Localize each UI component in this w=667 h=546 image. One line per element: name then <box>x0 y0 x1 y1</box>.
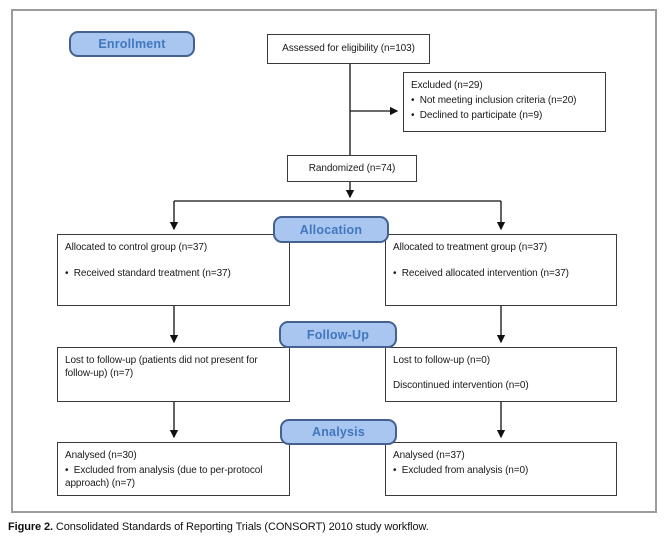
box-randomized: Randomized (n=74) <box>287 155 417 182</box>
allocated-treatment-title: Allocated to treatment group (n=37) <box>393 242 548 253</box>
figure-caption-text: Consolidated Standards of Reporting Tria… <box>55 521 429 533</box>
stage-badge-allocation: Allocation <box>273 216 389 243</box>
box-followup-control: Lost to follow-up (patients did not pres… <box>57 347 290 402</box>
analysed-treatment-title: Analysed (n=37) <box>393 450 465 461</box>
excluded-item: Declined to participate (n=9) <box>411 109 598 122</box>
box-allocated-treatment: Allocated to treatment group (n=37) Rece… <box>385 234 617 306</box>
box-analysed-control: Analysed (n=30) Excluded from analysis (… <box>57 442 290 496</box>
figure-caption-label: Figure 2. <box>8 521 53 533</box>
followup-control-text: Lost to follow-up (patients did not pres… <box>65 355 258 380</box>
stage-badge-followup: Follow-Up <box>279 321 397 348</box>
analysed-treatment-item: Excluded from analysis (n=0) <box>393 464 609 477</box>
box-assessed-for-eligibility: Assessed for eligibility (n=103) <box>267 34 430 64</box>
stage-badge-enrollment: Enrollment <box>69 31 195 57</box>
figure-caption: Figure 2. Consolidated Standards of Repo… <box>8 521 429 533</box>
allocated-treatment-item: Received allocated intervention (n=37) <box>393 267 609 280</box>
box-excluded: Excluded (n=29) Not meeting inclusion cr… <box>403 72 606 132</box>
box-allocated-control: Allocated to control group (n=37) Receiv… <box>57 234 290 306</box>
allocated-control-title: Allocated to control group (n=37) <box>65 242 208 253</box>
analysed-control-item: Excluded from analysis (due to per-proto… <box>65 464 282 490</box>
analysed-treatment-list: Excluded from analysis (n=0) <box>393 464 609 477</box>
diagram-frame: Enrollment Allocation Follow-Up Analysis… <box>11 9 657 513</box>
allocated-treatment-list: Received allocated intervention (n=37) <box>393 267 609 280</box>
box-followup-treatment: Lost to follow-up (n=0) Discontinued int… <box>385 347 617 402</box>
excluded-list: Not meeting inclusion criteria (n=20) De… <box>411 94 598 122</box>
followup-treatment-line2: Discontinued intervention (n=0) <box>393 380 529 392</box>
followup-treatment-line1: Lost to follow-up (n=0) <box>393 355 490 366</box>
flow-connector-lines <box>169 64 506 439</box>
excluded-item: Not meeting inclusion criteria (n=20) <box>411 94 598 107</box>
allocated-control-list: Received standard treatment (n=37) <box>65 267 282 280</box>
box-analysed-treatment: Analysed (n=37) Excluded from analysis (… <box>385 442 617 496</box>
stage-badge-analysis: Analysis <box>280 419 397 445</box>
allocated-control-item: Received standard treatment (n=37) <box>65 267 282 280</box>
excluded-title: Excluded (n=29) <box>411 80 483 91</box>
analysed-control-list: Excluded from analysis (due to per-proto… <box>65 464 282 490</box>
analysed-control-title: Analysed (n=30) <box>65 450 137 461</box>
